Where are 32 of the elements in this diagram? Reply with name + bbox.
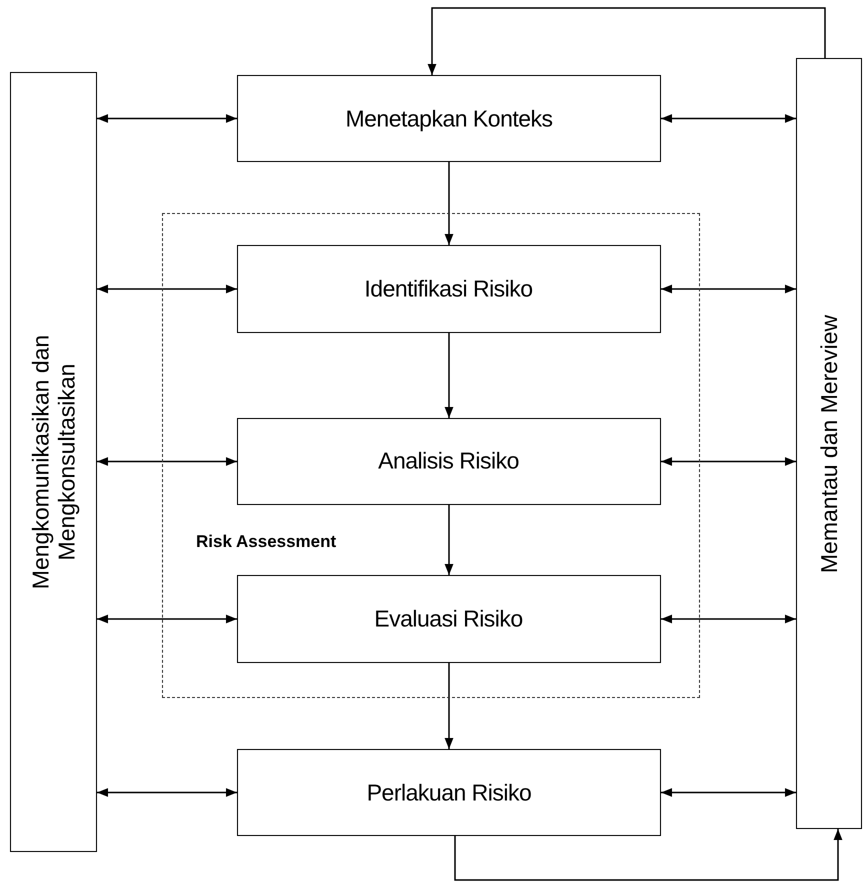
arrow <box>444 505 454 575</box>
side-process-box <box>10 72 97 852</box>
arrow <box>428 7 826 75</box>
arrow <box>97 788 237 797</box>
process-box <box>236 574 660 662</box>
arrow <box>661 114 796 123</box>
arrow <box>444 663 454 749</box>
group-label: Risk Assessment <box>196 532 336 552</box>
arrow <box>97 284 237 294</box>
arrow <box>661 457 796 466</box>
process-label: Perlakuan Risiko <box>366 779 532 806</box>
process-label: Memantau dan Mereview <box>816 313 842 575</box>
arrow <box>97 614 237 624</box>
arrow <box>97 457 237 466</box>
side-process-box <box>796 58 862 829</box>
process-label: Analisis Risiko <box>377 448 520 474</box>
arrow <box>661 284 796 294</box>
process-box <box>236 418 660 504</box>
arrow <box>454 829 842 881</box>
process-label: Mengkomunikasikan dan Mengkonsultasikan <box>27 334 80 592</box>
process-label: Identifikasi Risiko <box>363 275 534 302</box>
process-label: Menetapkan Konteks <box>344 105 554 132</box>
arrow <box>444 333 454 418</box>
process-label: Evaluasi Risiko <box>373 605 524 632</box>
arrow <box>661 614 796 624</box>
process-box <box>237 75 661 162</box>
arrow <box>444 162 454 245</box>
arrow <box>661 788 796 797</box>
process-box <box>237 749 661 836</box>
process-box <box>236 244 660 332</box>
arrow <box>97 114 237 123</box>
dashed-group-box <box>162 213 700 698</box>
